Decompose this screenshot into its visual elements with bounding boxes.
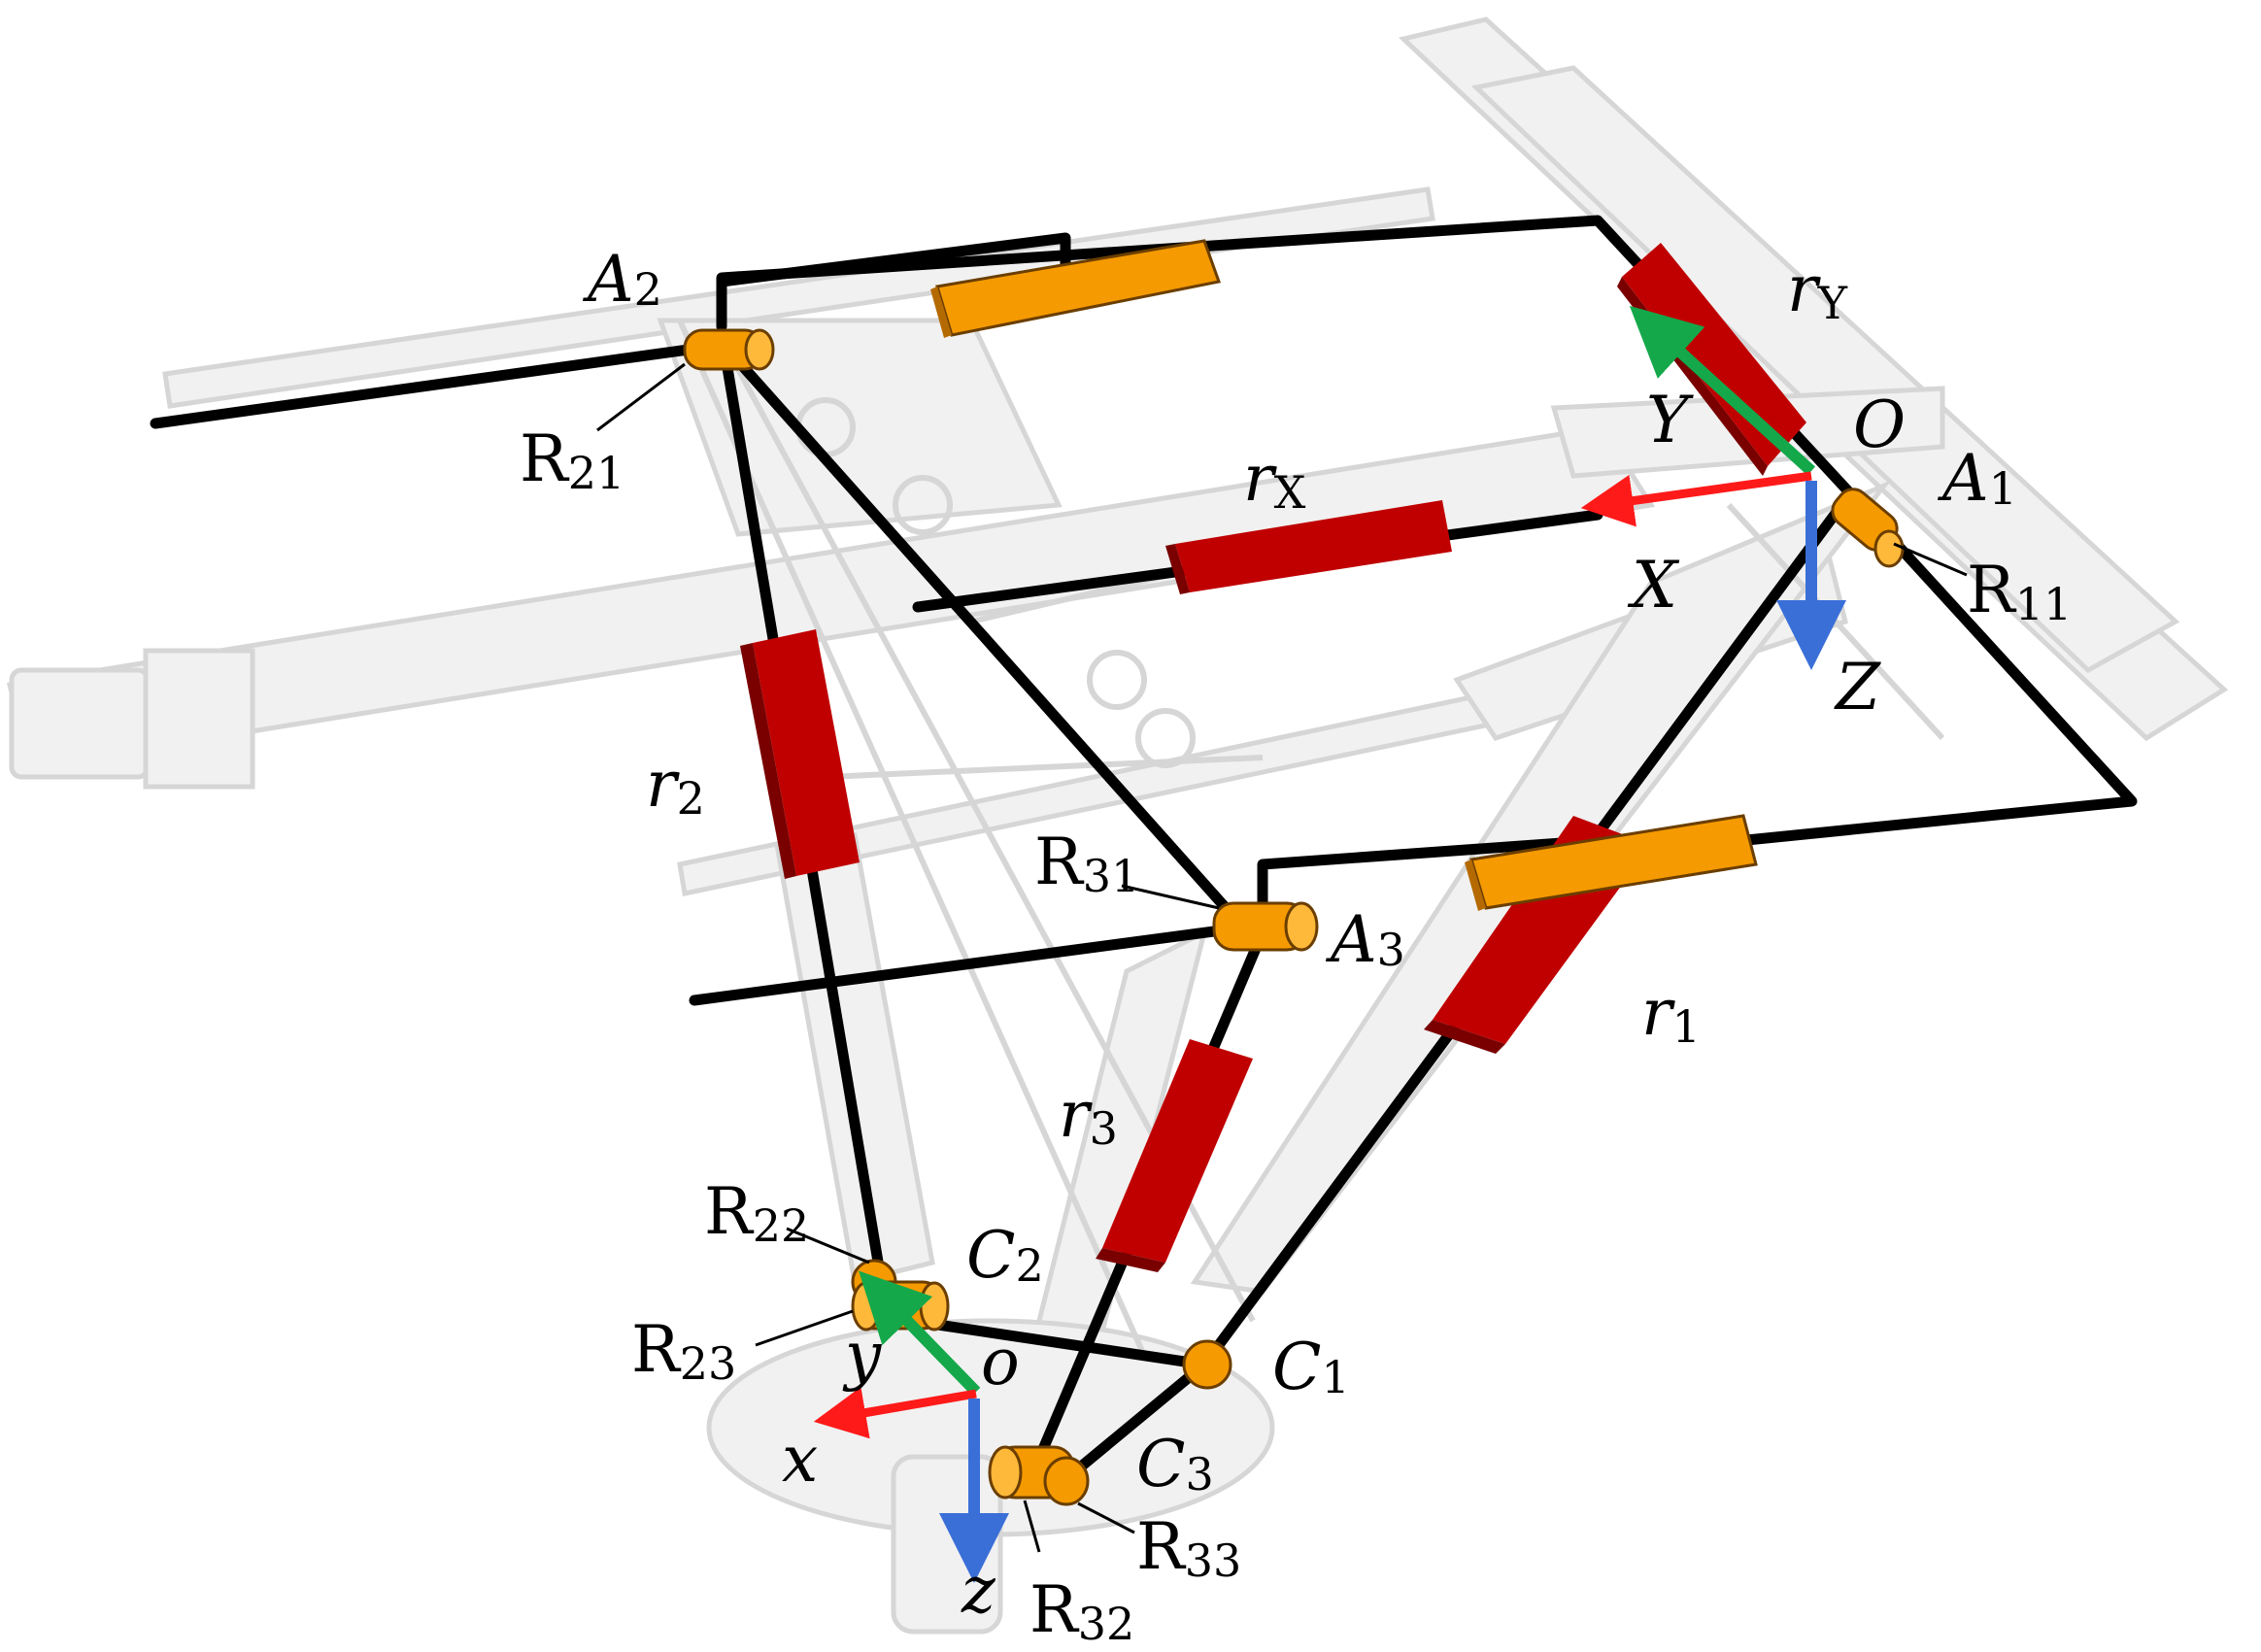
label-R23: R23 — [631, 1312, 736, 1390]
label-y: y — [842, 1318, 882, 1393]
label-rX: rX — [1243, 441, 1306, 519]
label-O: O — [1853, 388, 1906, 462]
label-Y: Y — [1646, 383, 1694, 457]
label-r3: r3 — [1059, 1077, 1118, 1155]
joint-R32-R33 — [988, 1445, 1090, 1506]
actuator-r3 — [1096, 1039, 1253, 1272]
label-C3: C3 — [1136, 1427, 1214, 1501]
actuator-rX — [1165, 500, 1452, 594]
label-R33: R33 — [1136, 1509, 1241, 1587]
label-R21: R21 — [520, 421, 624, 499]
actuator-r2 — [740, 629, 860, 879]
label-R11: R11 — [1967, 553, 2072, 630]
slider-right — [1465, 814, 1758, 911]
label-C1: C1 — [1272, 1330, 1350, 1404]
label-Z: Z — [1834, 650, 1881, 725]
label-X: X — [1627, 548, 1680, 623]
joint-R31 — [1212, 901, 1319, 952]
label-C2: C2 — [966, 1218, 1044, 1293]
label-r1: r1 — [1641, 975, 1701, 1053]
label-o: o — [981, 1325, 1020, 1399]
label-A3: A3 — [1325, 902, 1405, 977]
frame-O-axes — [1580, 305, 1846, 670]
label-R32: R32 — [1029, 1572, 1134, 1650]
slider-top — [930, 239, 1221, 338]
label-A1: A1 — [1937, 441, 2017, 516]
label-A2: A2 — [582, 242, 662, 317]
label-R22: R22 — [704, 1174, 809, 1252]
joint-R11 — [1831, 488, 1905, 568]
leader-lines — [596, 362, 1968, 1553]
joint-C1 — [1182, 1339, 1232, 1390]
label-x: x — [782, 1422, 818, 1497]
label-z: z — [961, 1553, 996, 1628]
label-r2: r2 — [646, 747, 705, 825]
label-R31: R31 — [1034, 825, 1139, 902]
joint-R21 — [683, 328, 775, 371]
label-rY: rY — [1787, 252, 1848, 329]
frame-o-axes — [813, 1270, 1009, 1583]
